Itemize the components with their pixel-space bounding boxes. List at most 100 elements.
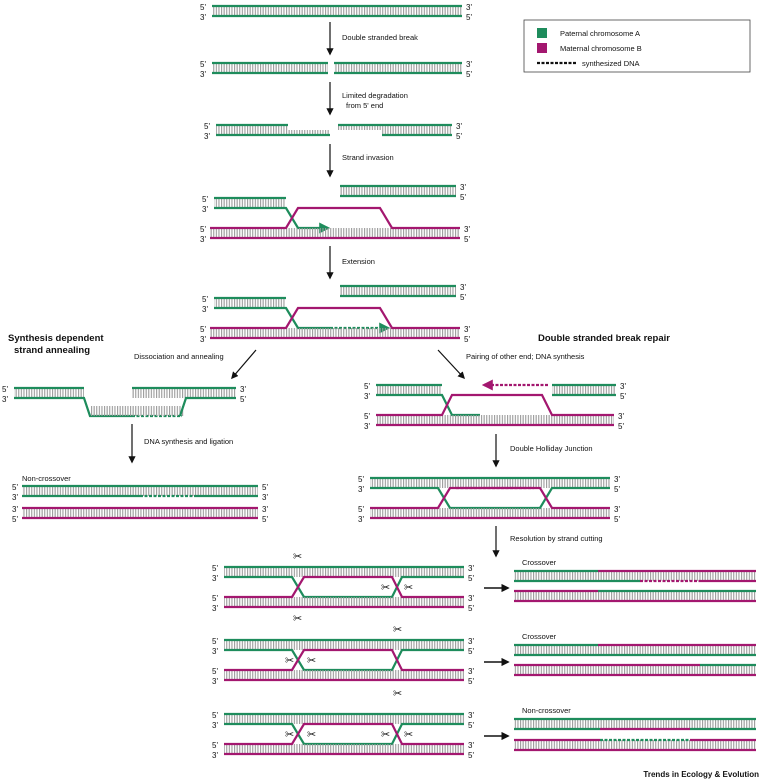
resolution-row-2: 5' 3' 3' 5' 5' 3' 3' 5' ✂ ✂ ✂ ✂ bbox=[212, 624, 474, 700]
end-label: 3' bbox=[468, 741, 474, 750]
end-label: 5' bbox=[468, 721, 474, 730]
sdsa-annealing: 5' 3' 3' 5' bbox=[2, 385, 246, 418]
end-label: 3' bbox=[468, 711, 474, 720]
end-label: 5' bbox=[364, 412, 370, 421]
end-label: 3' bbox=[468, 594, 474, 603]
step-label-degradation: Limited degradation bbox=[342, 91, 408, 100]
end-label: 5' bbox=[614, 515, 620, 524]
end-label: 3' bbox=[200, 335, 206, 344]
end-label: 5' bbox=[200, 225, 206, 234]
end-label: 3' bbox=[212, 604, 218, 613]
end-label: 5' bbox=[204, 122, 210, 131]
legend-synth-label: synthesized DNA bbox=[582, 59, 640, 68]
end-label: 5' bbox=[460, 193, 466, 202]
end-label: 5' bbox=[464, 335, 470, 344]
end-label: 5' bbox=[466, 13, 472, 22]
end-label: 3' bbox=[468, 564, 474, 573]
section-title-sdsa: Synthesis dependent bbox=[8, 333, 104, 344]
scissors-icon: ✂ bbox=[404, 582, 413, 594]
end-label: 3' bbox=[212, 751, 218, 760]
end-label: 5' bbox=[240, 395, 246, 404]
outcome-label-res3: Non-crossover bbox=[522, 706, 571, 715]
legend-maternal-label: Maternal chromosome B bbox=[560, 44, 642, 53]
stage-resection: 5' 3' 3' 5' bbox=[204, 122, 462, 141]
scissors-icon: ✂ bbox=[293, 551, 302, 563]
end-label: 5' bbox=[468, 574, 474, 583]
end-label: 5' bbox=[358, 475, 364, 484]
end-label: 3' bbox=[466, 3, 472, 12]
end-label: 5' bbox=[262, 483, 268, 492]
end-label: 3' bbox=[2, 395, 8, 404]
step-label-dissociation: Dissociation and annealing bbox=[134, 352, 224, 361]
end-label: 5' bbox=[614, 485, 620, 494]
resolution-row-1: 5' 3' 3' 5' 5' 3' 3' 5' ✂ ✂ ✂ ✂ bbox=[212, 551, 474, 625]
end-label: 3' bbox=[468, 667, 474, 676]
stage-extension: 3' 5' 5' 3' 5' 3' 3' 5' bbox=[200, 283, 470, 344]
double-holliday-junction: 5' 3' 3' 5' 5' 3' 3' 5' bbox=[358, 475, 620, 524]
end-label: 3' bbox=[202, 305, 208, 314]
end-label: 5' bbox=[12, 515, 18, 524]
crossover-product-1 bbox=[514, 569, 756, 603]
scissors-icon: ✂ bbox=[307, 655, 316, 667]
end-label: 3' bbox=[200, 70, 206, 79]
end-label: 5' bbox=[464, 235, 470, 244]
step-label-holliday: Double Holliday Junction bbox=[510, 444, 593, 453]
end-label: 5' bbox=[468, 677, 474, 686]
end-label: 3' bbox=[212, 647, 218, 656]
end-label: 3' bbox=[12, 493, 18, 502]
scissors-icon: ✂ bbox=[285, 655, 294, 667]
legend-paternal-label: Paternal chromosome A bbox=[560, 29, 640, 38]
end-label: 5' bbox=[200, 325, 206, 334]
scissors-icon: ✂ bbox=[285, 729, 294, 741]
branch-arrow-left bbox=[231, 349, 257, 380]
paternal-swatch bbox=[537, 28, 547, 38]
end-label: 3' bbox=[262, 493, 268, 502]
stage-invasion: 3' 5' 5' 3' 5' 3' 3' 5' bbox=[200, 183, 470, 244]
scissors-icon: ✂ bbox=[404, 729, 413, 741]
step-label-ligation: DNA synthesis and ligation bbox=[144, 437, 233, 446]
step-label-degradation-2: from 5' end bbox=[346, 101, 383, 110]
step-label-invasion: Strand invasion bbox=[342, 153, 394, 162]
end-label: 3' bbox=[464, 325, 470, 334]
scissors-icon: ✂ bbox=[393, 688, 402, 700]
sdsa-product: 5' 3' 5' 3' 3' 5' 3' 5' bbox=[12, 483, 268, 524]
end-label: 3' bbox=[364, 422, 370, 431]
end-label: 3' bbox=[212, 721, 218, 730]
end-label: 5' bbox=[468, 604, 474, 613]
end-label: 3' bbox=[460, 283, 466, 292]
end-label: 3' bbox=[240, 385, 246, 394]
end-label: 3' bbox=[620, 382, 626, 391]
maternal-swatch bbox=[537, 43, 547, 53]
end-label: 3' bbox=[466, 60, 472, 69]
outcome-label-sdsa: Non-crossover bbox=[22, 474, 71, 483]
end-label: 3' bbox=[200, 13, 206, 22]
end-label: 3' bbox=[358, 515, 364, 524]
end-label: 5' bbox=[468, 647, 474, 656]
stage-intact: 5' 3' 3' 5' bbox=[200, 3, 472, 22]
end-label: 3' bbox=[614, 475, 620, 484]
resolution-row-3: 5' 3' 3' 5' 5' 3' 3' 5' ✂ ✂ ✂ ✂ bbox=[212, 711, 474, 760]
legend: Paternal chromosome A Maternal chromosom… bbox=[523, 19, 751, 73]
crossover-product-2 bbox=[514, 643, 756, 677]
scissors-icon: ✂ bbox=[381, 729, 390, 741]
step-label-resolution: Resolution by strand cutting bbox=[510, 534, 603, 543]
scissors-icon: ✂ bbox=[381, 582, 390, 594]
journal-footer: Trends in Ecology & Evolution bbox=[643, 770, 759, 779]
end-label: 5' bbox=[212, 594, 218, 603]
end-label: 3' bbox=[12, 505, 18, 514]
scissors-icon: ✂ bbox=[393, 624, 402, 636]
section-title-dsbr: Double stranded break repair bbox=[538, 333, 670, 344]
end-label: 3' bbox=[364, 392, 370, 401]
end-label: 5' bbox=[202, 295, 208, 304]
scissors-icon: ✂ bbox=[307, 729, 316, 741]
scissors-icon: ✂ bbox=[293, 613, 302, 625]
end-label: 3' bbox=[614, 505, 620, 514]
step-label-dsb: Double stranded break bbox=[342, 33, 418, 42]
end-label: 3' bbox=[358, 485, 364, 494]
end-label: 5' bbox=[460, 293, 466, 302]
end-label: 3' bbox=[212, 677, 218, 686]
end-label: 5' bbox=[358, 505, 364, 514]
end-label: 5' bbox=[618, 422, 624, 431]
step-label-extension: Extension bbox=[342, 257, 375, 266]
